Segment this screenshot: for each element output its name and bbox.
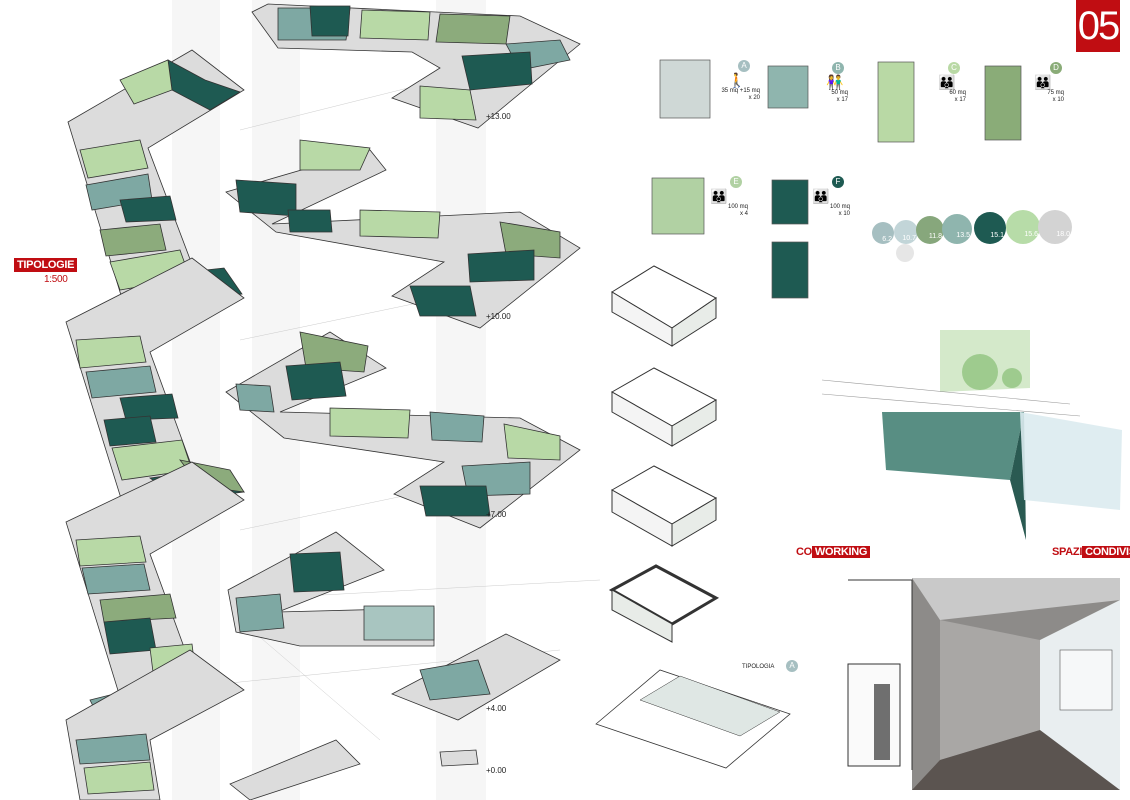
tipologia-badge: A <box>786 660 798 672</box>
unit-badge: E <box>730 176 742 188</box>
unit-area: 100 mq <box>829 204 850 210</box>
unit-count: x 10 <box>838 211 850 217</box>
unit-type-a: A 🚶 35 mq +15 mq x 20 <box>712 60 760 102</box>
unit-badge: A <box>738 60 750 72</box>
coworking-highlight: WORKING <box>811 546 871 558</box>
unit-count: x 17 <box>954 97 966 103</box>
unit-badge: B <box>832 62 844 74</box>
person-icon: 👪 <box>710 188 728 204</box>
axonometric-boxes <box>595 265 791 769</box>
level-label: +0.00 <box>486 766 507 775</box>
legend-circle: 6.2 <box>872 222 894 244</box>
level-label: +7.00 <box>486 510 507 519</box>
unit-area: 50 mq <box>831 90 848 96</box>
unit-count: x 20 <box>748 95 760 101</box>
spazi-highlight: CONDIVISI <box>1082 546 1130 558</box>
person-icon: 👫 <box>826 74 844 90</box>
scale-label: 1:500 <box>44 274 68 285</box>
person-icon: 🚶 <box>728 72 746 88</box>
tipologie-title: TIPOLOGIE <box>14 258 78 272</box>
sheet-number: 05 <box>1076 0 1120 52</box>
legend-circle: 18.0 <box>1038 210 1072 244</box>
section-perspective <box>821 330 1122 540</box>
level-label: +13.00 <box>486 112 511 121</box>
legend-circle <box>896 244 914 262</box>
spazi-heading: SPAZICONDIVISI <box>1052 542 1130 560</box>
unit-area: 35 mq +15 mq <box>721 88 760 94</box>
unit-type-e: E 👪 100 mq x 4 <box>708 176 748 218</box>
unit-type-c: C 👪 60 mq x 17 <box>926 62 966 104</box>
legend-circle: 15.1 <box>974 212 1006 244</box>
unit-type-d: D 👪 75 mq x 10 <box>1030 62 1064 104</box>
person-icon: 👪 <box>812 188 830 204</box>
colour-legend: 6.2 10.7 11.8 13.5 15.1 15.6 18.0 <box>872 210 1072 270</box>
unit-count: x 17 <box>836 97 848 103</box>
unit-badge: D <box>1050 62 1062 74</box>
legend-circle: 10.7 <box>894 220 918 244</box>
left-building <box>65 49 246 800</box>
person-icon: 👪 <box>1034 74 1052 90</box>
legend-circle: 13.5 <box>942 214 972 244</box>
unit-count: x 10 <box>1052 97 1064 103</box>
level-label: +10.00 <box>486 312 511 321</box>
spazi-prefix: SPAZI <box>1052 546 1083 558</box>
unit-area: 100 mq <box>727 204 748 210</box>
legend-circle: 11.8 <box>916 216 944 244</box>
unit-type-f: F 👪 100 mq x 10 <box>810 176 850 218</box>
unit-type-b: B 👫 50 mq x 17 <box>818 62 848 104</box>
legend-circle: 15.6 <box>1006 210 1040 244</box>
coworking-prefix: CO <box>796 546 812 558</box>
unit-thumbnails <box>651 59 1022 299</box>
person-icon: 👪 <box>938 74 956 90</box>
right-building <box>225 3 581 800</box>
unit-area: 60 mq <box>949 90 966 96</box>
level-label: +4.00 <box>486 704 507 713</box>
unit-badge: F <box>832 176 844 188</box>
unit-area: 75 mq <box>1047 90 1064 96</box>
tipologia-label: TIPOLOGIA <box>742 664 775 670</box>
unit-badge: C <box>948 62 960 74</box>
unit-count: x 4 <box>739 211 748 217</box>
interior-render <box>847 578 1120 790</box>
